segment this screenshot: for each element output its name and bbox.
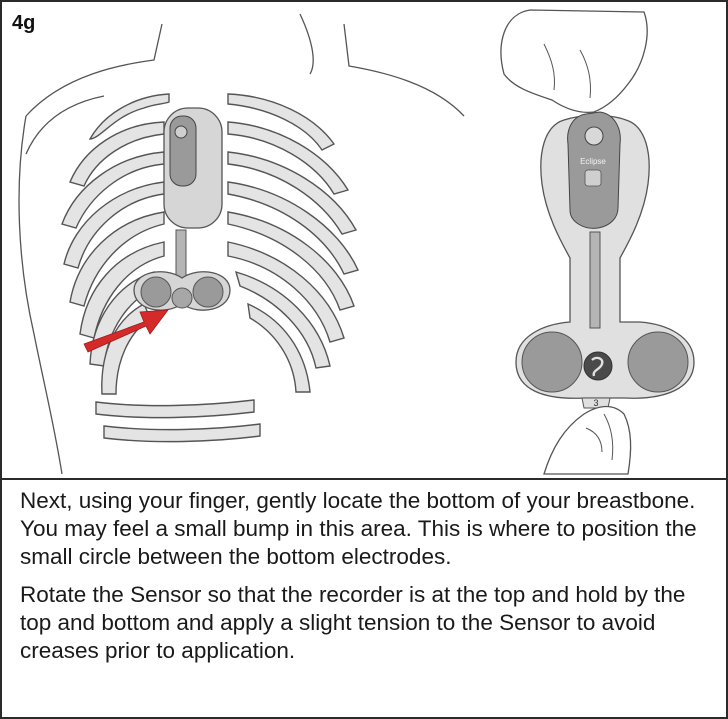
top-hand-outline (501, 10, 647, 112)
left-electrode (141, 277, 171, 307)
rib-right-6 (228, 242, 344, 342)
instruction-paragraph-1: Next, using your finger, gently locate t… (20, 487, 720, 571)
sensor-on-chest (134, 108, 230, 310)
recorder-closeup-button (585, 127, 603, 145)
closeup-right-electrode (628, 332, 688, 392)
right-shoulder-outline (344, 24, 464, 116)
bottom-hand-outline (544, 407, 631, 475)
sensor-closeup-stem (590, 232, 600, 328)
instructions-text: Next, using your finger, gently locate t… (20, 487, 720, 675)
closeup-logo-icon (584, 352, 612, 380)
closeup-left-electrode (522, 332, 582, 392)
left-side-outline (19, 116, 62, 474)
illustration: Eclipse 3 (4, 4, 728, 478)
pull-tab-number: 3 (593, 398, 598, 408)
step-label: 4g (12, 12, 35, 35)
neck-outline (300, 14, 313, 74)
recorder-button (175, 126, 187, 138)
instruction-paragraph-2: Rotate the Sensor so that the recorder i… (20, 581, 720, 665)
right-electrode (193, 277, 223, 307)
rib-lower-2 (104, 424, 260, 442)
rib-lower-1 (96, 400, 254, 418)
divider (2, 478, 726, 480)
rib-right-7 (236, 272, 330, 368)
recorder-closeup-badge (585, 170, 601, 186)
center-circle (172, 288, 192, 308)
sensor-closeup: Eclipse 3 (501, 10, 694, 474)
device-brand-text: Eclipse (580, 157, 606, 166)
